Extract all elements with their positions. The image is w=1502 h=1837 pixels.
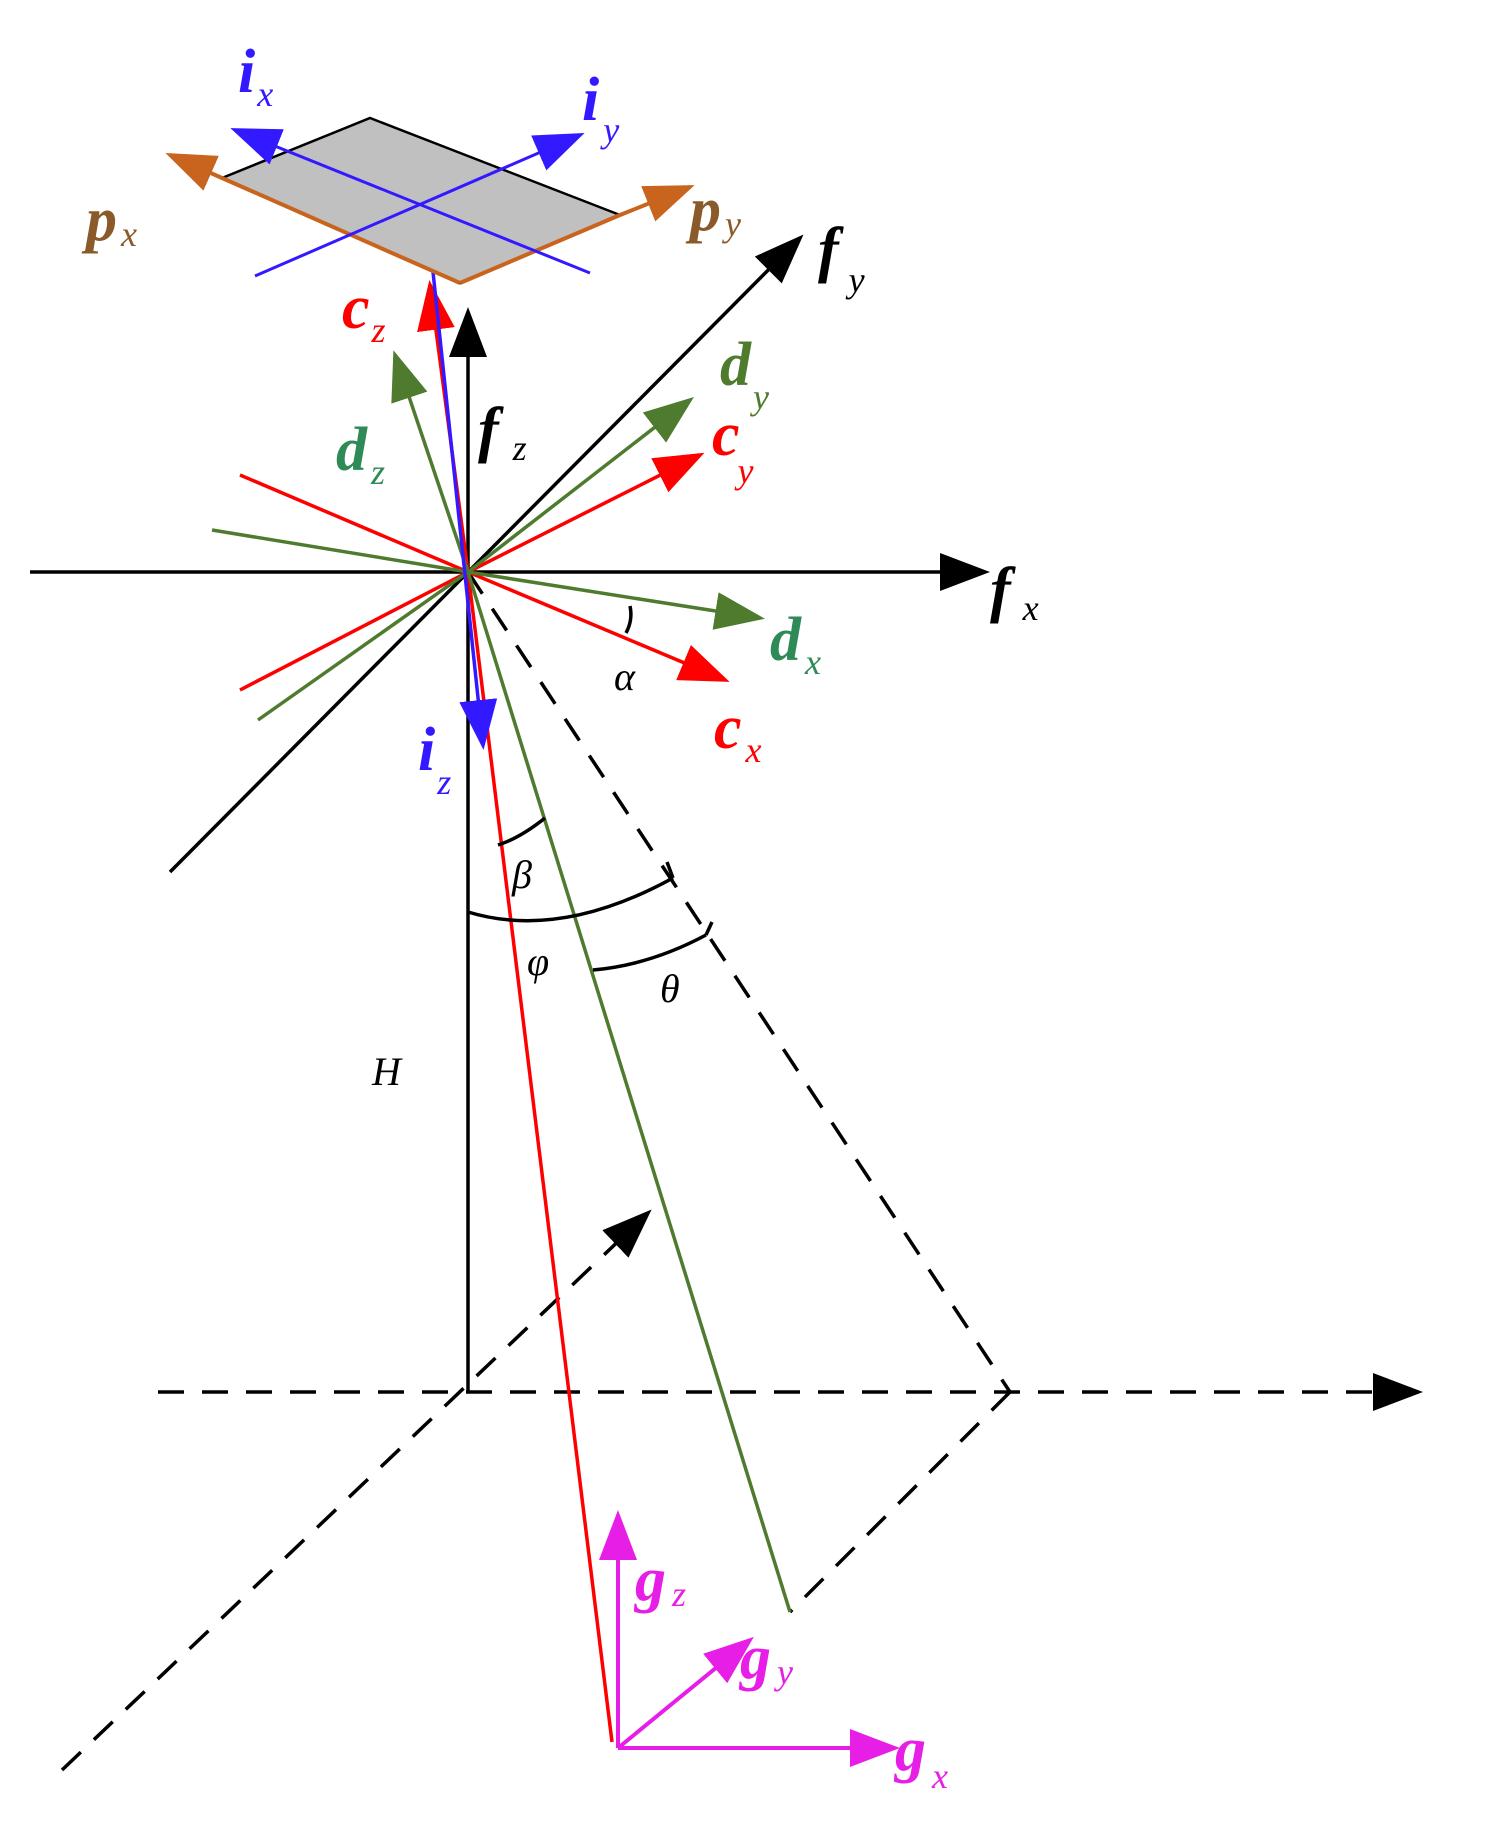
dy-axis-back: [256, 570, 470, 722]
label-phi: φ: [527, 939, 549, 984]
ground-diagonal-axis-dashed: [60, 1209, 652, 1772]
label-cz: cz: [342, 274, 386, 350]
sensor-plate: [165, 116, 695, 285]
plate-orange-edge-left: [221, 176, 461, 285]
label-alpha: α: [614, 654, 636, 699]
phi-arc: [467, 876, 674, 923]
label-dy: dy: [720, 331, 769, 417]
fy-axis: [168, 234, 804, 874]
label-beta: β: [511, 852, 532, 897]
g-frame: [599, 1510, 900, 1767]
beta-arc: [497, 816, 547, 847]
ground-plane-lines: [60, 571, 1423, 1772]
label-ix: ix: [238, 38, 273, 114]
gy-axis: [616, 1636, 754, 1750]
projection-dashed-from-origin: [466, 571, 1012, 1393]
cx-axis-back: [239, 473, 469, 574]
green-ray-to-ground: [466, 571, 792, 1613]
d-frame: [211, 350, 792, 1613]
c-frame: [239, 280, 730, 1743]
angle-arcs: [467, 605, 714, 972]
dz-axis: [391, 350, 470, 573]
label-height: H: [371, 1049, 403, 1094]
px-axis: [165, 152, 223, 191]
py-axis: [619, 185, 695, 222]
cx-axis: [467, 570, 730, 682]
plate-orange-edge-right: [459, 213, 621, 285]
cy-axis-back: [239, 570, 469, 692]
label-iz: iz: [418, 716, 451, 802]
iz-axis: [431, 271, 498, 750]
theta-arc: [592, 933, 707, 972]
dy-axis: [466, 396, 694, 574]
phi-arc-tick: [665, 861, 675, 879]
iy-axis: [254, 133, 585, 278]
f-frame: [30, 234, 990, 874]
angle-labels: α β φ θ H: [371, 654, 680, 1094]
red-ray-to-ground: [466, 571, 614, 1743]
ix-axis: [230, 128, 591, 275]
alpha-arc: [624, 605, 633, 634]
projection-dashed-to-gy: [788, 1390, 1012, 1614]
dx-axis-back: [211, 528, 469, 574]
dx-axis: [467, 570, 765, 630]
theta-arc-tick: [704, 921, 714, 936]
cy-axis: [467, 452, 705, 574]
label-theta: θ: [660, 966, 680, 1011]
